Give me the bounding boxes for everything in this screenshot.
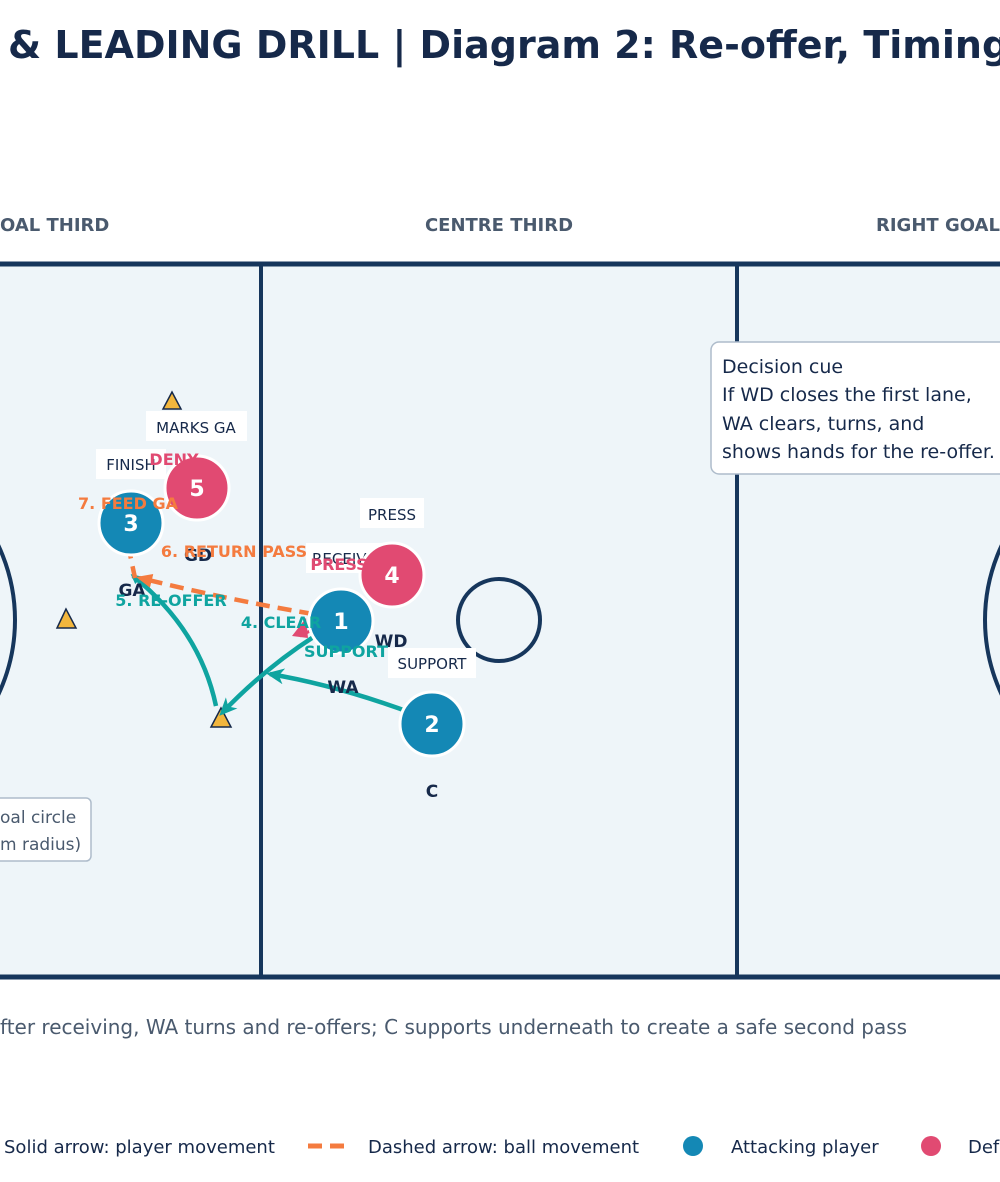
action-label-return-pass: 6. RETURN PASS [161,542,307,561]
diagram-caption: fter receiving, WA turns and re-offers; … [0,1015,907,1039]
ball-arrow-feed-ga [124,539,138,579]
svg-text:SUPPORT: SUPPORT [398,655,468,673]
legend-dashed-label: Dashed arrow: ball movement [368,1137,639,1158]
zone-label-left: OAL THIRD [0,215,109,236]
position-label-wa: WA [327,678,359,698]
legend: Solid arrow: player movement Dashed arro… [4,1136,1000,1158]
decision-cue-line: Decision cue [722,356,843,378]
decision-cue-line: If WD closes the first lane, [722,384,972,406]
position-label-gd: GD [184,546,212,566]
legend-attack-swatch [683,1136,703,1156]
attacker-3: 3 [97,489,165,557]
legend-defend-label: Def [968,1137,1000,1158]
goal-circle-right [983,544,1000,696]
decision-cue-line: WA clears, turns, and [722,413,924,435]
position-label-c: C [426,782,438,802]
goal-circle-left [0,544,17,696]
svg-text:2: 2 [424,713,439,738]
ball-arrow-return-pass [136,574,314,617]
action-label-deny: DENY [149,450,199,469]
attacker-1: 1 [307,587,375,655]
tag-receive: RECEIVE [306,543,382,573]
movement-arrow-c-support [266,668,418,718]
svg-text:4: 4 [384,564,399,589]
tag-marks-ga: MARKS GA [146,411,247,441]
decision-cue-box: Decision cue If WD closes the first lane… [710,341,1000,475]
svg-text:1: 1 [333,610,348,635]
position-label-ga: GA [118,581,146,601]
svg-text:3: 3 [123,512,138,537]
svg-text:FINISH: FINISH [106,456,156,474]
action-label-clear: 4. CLEAR [241,613,321,632]
defender-4: 4 [358,541,426,609]
movement-arrow-wa-clear [219,634,317,716]
legend-attack-label: Attacking player [731,1137,879,1158]
svg-text:5: 5 [189,477,204,502]
goal-circle-note: oal circle m radius) [0,797,92,862]
cone-marker [55,607,78,629]
cone-marker [161,390,183,410]
legend-defend-swatch [921,1136,941,1156]
svg-text:PRESS: PRESS [368,506,416,524]
action-label-feed-ga: 7. FEED GA [78,494,179,513]
zone-label-right: RIGHT GOAL [876,215,1000,236]
movement-arrow-ga-reoffer [130,574,219,707]
action-label-support: SUPPORT [304,642,388,661]
press-arrowhead [292,618,308,638]
zone-label-centre: CENTRE THIRD [425,215,573,236]
action-label-reoffer: 5. RE-OFFER [115,591,226,610]
decision-cue-line: shows hands for the re-offer. [722,441,995,463]
goal-circle-note-line: oal circle [0,808,76,828]
diagram-title: & LEADING DRILL | Diagram 2: Re-offer, T… [8,23,1000,68]
tag-finish: FINISH [96,449,166,479]
position-label-wd: WD [375,632,408,652]
tag-support: SUPPORT [388,648,476,678]
legend-solid-label: Solid arrow: player movement [4,1137,275,1158]
defender-5: 5 [163,454,231,522]
action-label-press: PRESS [310,555,367,574]
cone-marker [209,706,233,728]
goal-circle-note-line: m radius) [0,835,81,855]
svg-text:RECEIVE: RECEIVE [312,550,376,568]
tag-press: PRESS [360,498,424,528]
centre-circle [456,577,542,663]
attacker-2: 2 [398,690,466,758]
svg-text:MARKS GA: MARKS GA [156,419,236,437]
